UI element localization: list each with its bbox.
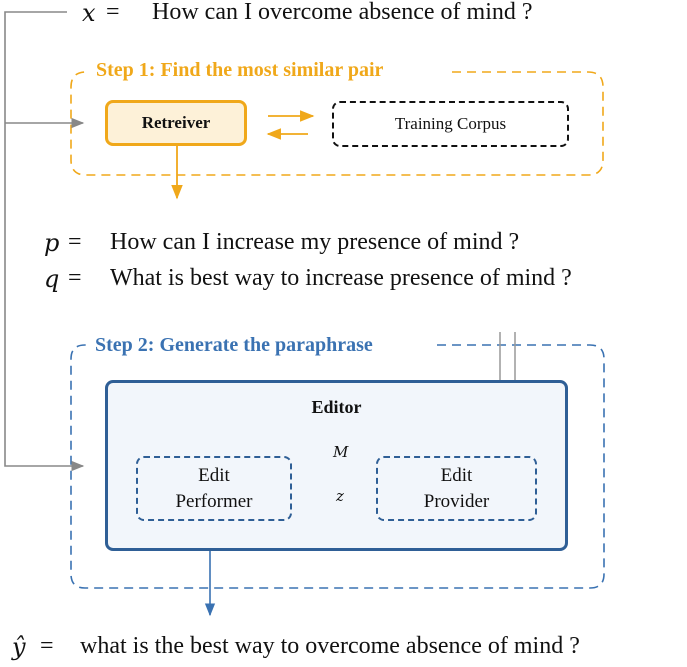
edit-performer-line1: Edit bbox=[198, 464, 230, 486]
step1-region bbox=[70, 71, 604, 176]
p-sentence: How can I increase my presence of mind ? bbox=[110, 229, 520, 255]
edit-provider-line1: Edit bbox=[440, 464, 473, 486]
q-variable: q bbox=[44, 265, 60, 293]
training-corpus-label: Training Corpus bbox=[394, 114, 507, 133]
editor-label: Editor bbox=[311, 397, 362, 417]
step2-title: Step 2: Generate the paraphrase bbox=[95, 334, 373, 356]
x-sentence: How can I overcome absence of mind ? bbox=[152, 0, 533, 25]
x-variable: x bbox=[82, 0, 96, 27]
y-sentence: what is the best way to overcome absence… bbox=[80, 633, 580, 659]
x-connector-line bbox=[4, 11, 85, 472]
y-equals: = bbox=[40, 633, 54, 659]
retriever-label: Retreiver bbox=[141, 113, 211, 132]
editor-box bbox=[105, 380, 568, 551]
m-label: M bbox=[333, 443, 349, 461]
y-hat-variable: ŷ bbox=[12, 633, 26, 661]
edit-provider-box: Edit Provider bbox=[376, 456, 537, 521]
step1-title: Step 1: Find the most similar pair bbox=[96, 59, 384, 81]
edit-performer-line2: Performer bbox=[175, 490, 253, 512]
edit-performer-box: Edit Performer bbox=[136, 456, 292, 521]
q-sentence: What is best way to increase presence of… bbox=[110, 265, 572, 291]
step2-region bbox=[70, 344, 605, 589]
training-corpus-box: Training Corpus bbox=[332, 101, 569, 147]
p-variable: p bbox=[44, 229, 60, 257]
p-equals: = bbox=[68, 229, 82, 255]
x-equals: = bbox=[106, 0, 120, 25]
z-label: z bbox=[336, 487, 344, 505]
edit-provider-line2: Provider bbox=[423, 490, 490, 512]
retriever-box: Retreiver bbox=[105, 100, 247, 146]
q-equals: = bbox=[68, 265, 82, 291]
